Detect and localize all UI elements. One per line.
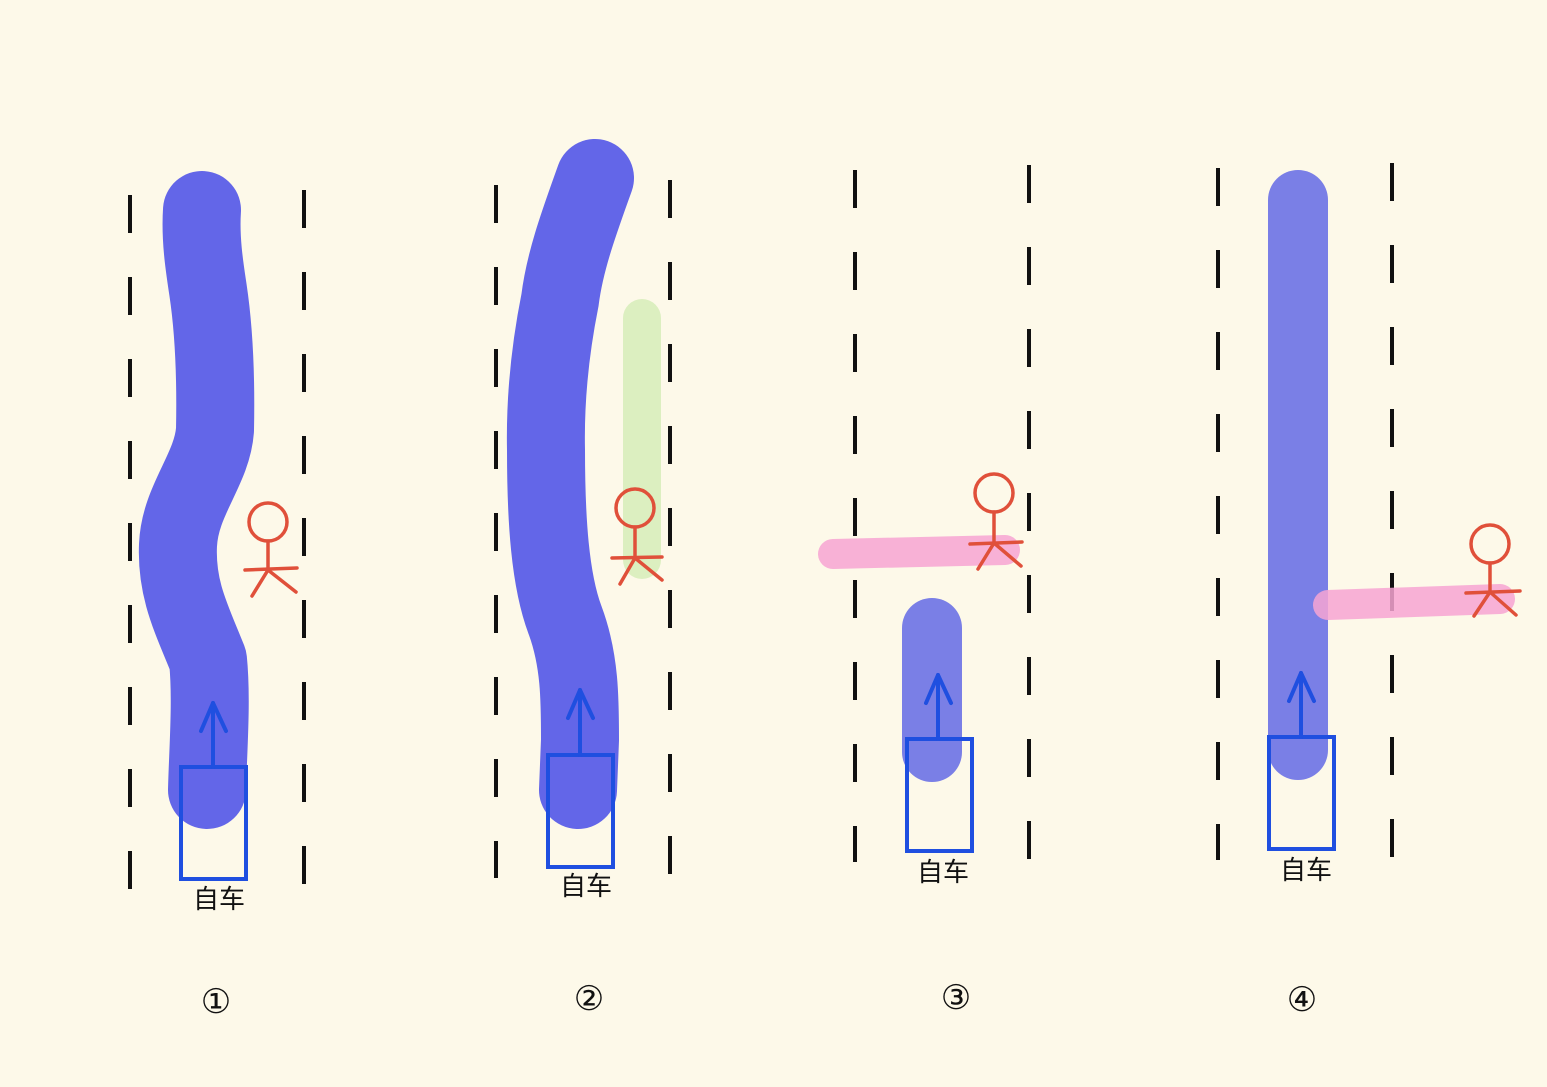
up-arrow-icon [1287,671,1316,739]
ego-vehicle-label: 自车 [1280,856,1332,886]
ego-vehicle [1267,671,1336,851]
panel-number: ① [201,982,231,1022]
up-arrow-icon [924,673,953,741]
panel-3: 自车 ③ [818,165,1031,1018]
pedestrian-icon [610,487,664,586]
pedestrian-icon [243,501,299,598]
ego-vehicle [546,688,615,869]
pedestrian-icon [968,472,1024,571]
ego-vehicle-label: 自车 [193,885,245,915]
panel-number: ④ [1287,980,1317,1020]
up-arrow-icon [199,701,228,769]
pedestrian-path [818,535,1020,569]
up-arrow-icon [566,688,595,757]
panel-2: 自车 ② [494,139,672,1019]
panel-number: ③ [941,978,971,1018]
panel-number: ② [574,979,604,1019]
ego-vehicle-label: 自车 [917,858,969,888]
ego-vehicle [179,701,248,881]
pedestrian-path [1313,584,1515,620]
planned-trajectory [138,171,255,829]
panel-4: 自车 ④ [1216,163,1522,1020]
pedestrian-icon [1464,523,1522,618]
planned-trajectory [506,139,634,829]
panel-1: 自车 ① [128,171,306,1022]
ego-vehicle [905,673,974,853]
ego-vehicle-label: 自车 [560,872,612,902]
